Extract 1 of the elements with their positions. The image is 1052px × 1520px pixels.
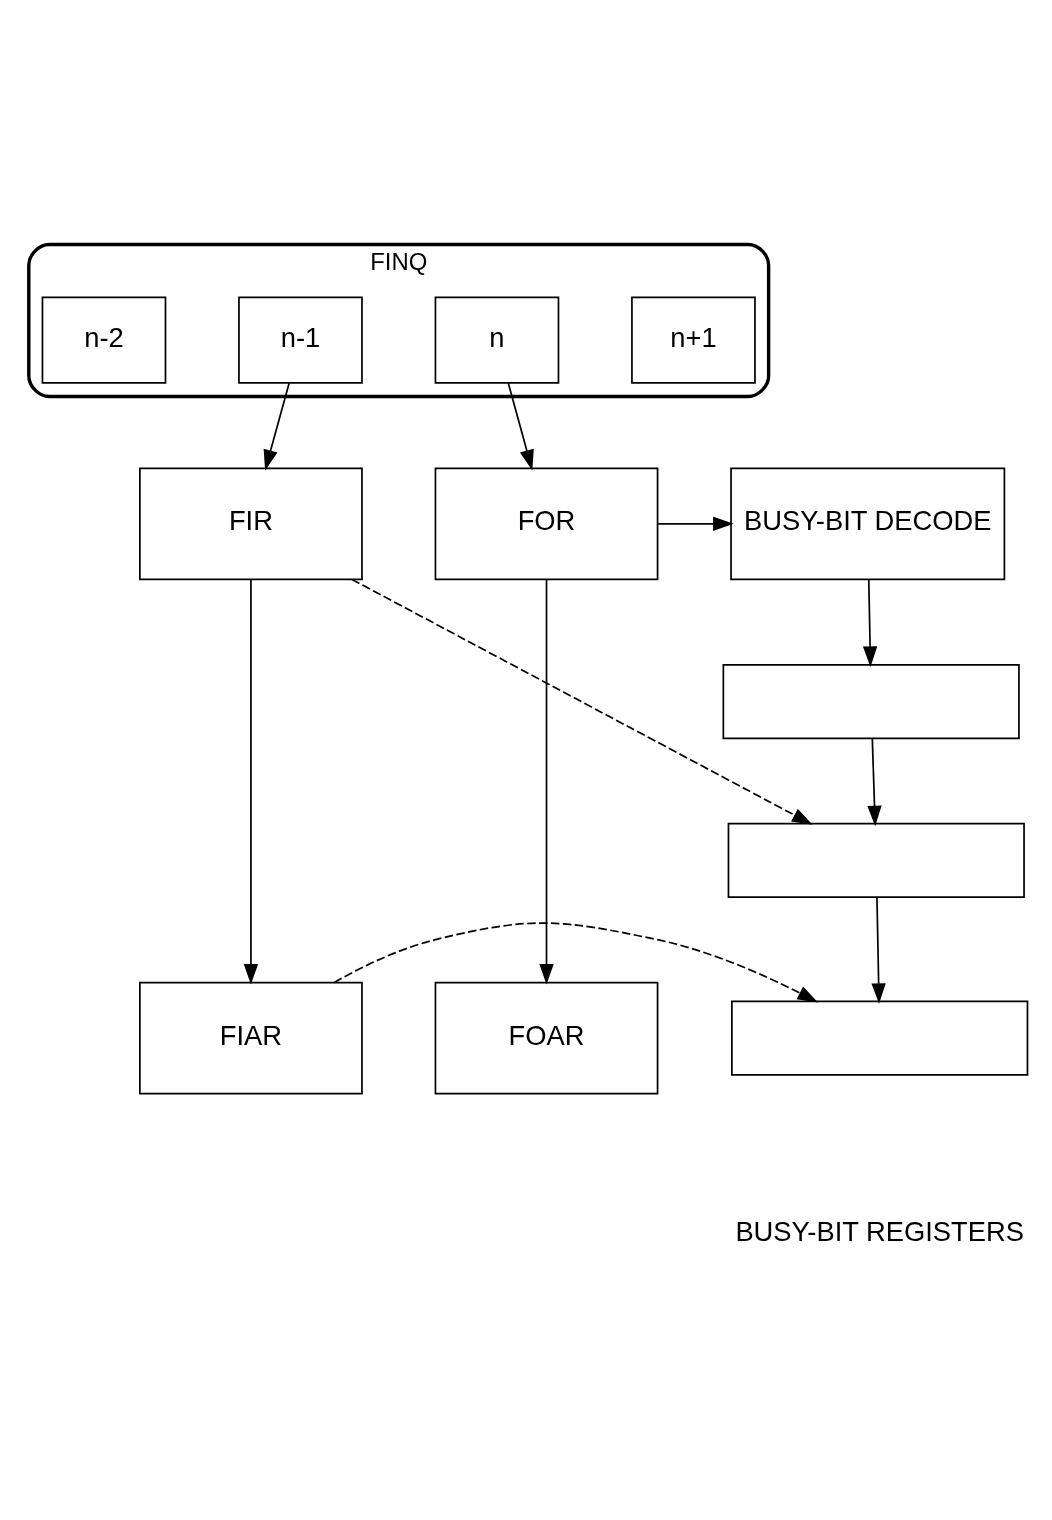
label: BUSY-BIT REGISTERS: [735, 1215, 1024, 1247]
